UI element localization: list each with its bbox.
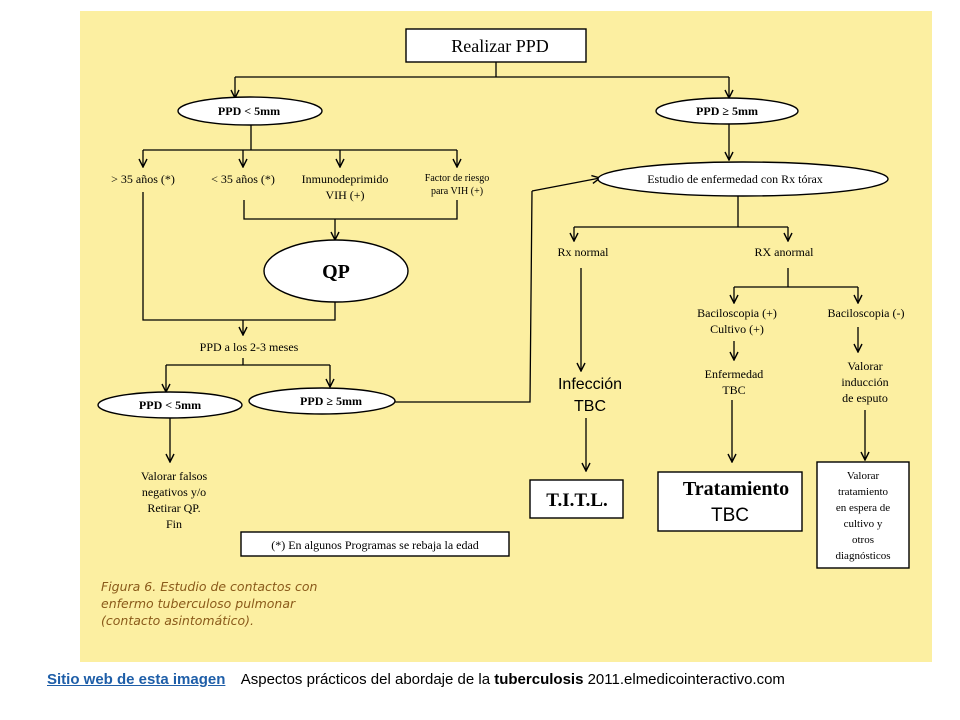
- label-induccion-3: de esputo: [842, 391, 888, 405]
- node-qp-label: QP: [322, 261, 350, 283]
- node-ppd-lt5-b: PPD < 5mm: [97, 391, 243, 419]
- label-rx-anormal: RX anormal: [755, 245, 815, 259]
- label-baciloscopia-neg: Baciloscopia (-): [828, 306, 905, 320]
- node-qp: QP: [263, 239, 409, 303]
- label-menor-35: < 35 años (*): [211, 172, 275, 186]
- label-vih: VIH (+): [325, 188, 364, 202]
- tto-espera-line-1: Valorar: [847, 470, 880, 482]
- valorar-falsos-line-3: Retirar QP.: [147, 501, 200, 515]
- label-para-vih: para VIH (+): [431, 186, 483, 197]
- caption-line-3: (contacto asintomático).: [101, 613, 254, 628]
- node-infeccion-tbc: Infección TBC: [558, 376, 622, 415]
- tto-espera-line-4: cultivo y: [844, 518, 883, 530]
- node-valorar-falsos: Valorar falsos negativos y/o Retirar QP.…: [141, 469, 208, 531]
- node-valorar-tratamiento: Valorar tratamiento en espera de cultivo…: [816, 461, 910, 569]
- caption-line-2: enfermo tuberculoso pulmonar: [101, 596, 296, 611]
- node-realizar-ppd: Realizar PPD: [405, 28, 587, 63]
- note-box: (*) En algunos Programas se rebaja la ed…: [240, 531, 510, 557]
- footer: Sitio web de esta imagen Aspectos prácti…: [47, 671, 785, 688]
- label-enfermedad-tbc: TBC: [722, 383, 745, 397]
- label-rx-normal: Rx normal: [558, 245, 610, 259]
- node-estudio-rx-label: Estudio de enfermedad con Rx tórax: [647, 172, 823, 186]
- node-estudio-rx: Estudio de enfermedad con Rx tórax: [597, 161, 889, 197]
- node-ppd-lt5-label: PPD < 5mm: [218, 104, 280, 118]
- note-text: (*) En algunos Programas se rebaja la ed…: [271, 538, 479, 552]
- label-induccion-1: Valorar: [847, 359, 882, 373]
- node-ppd-ge5-label: PPD ≥ 5mm: [696, 104, 758, 118]
- source-link[interactable]: Sitio web de esta imagen: [47, 671, 226, 688]
- label-factor-riesgo: Factor de riesgo: [425, 173, 489, 184]
- infeccion-line-2: TBC: [574, 398, 606, 415]
- node-ppd-ge5: PPD ≥ 5mm: [655, 97, 799, 125]
- node-ppd-ge5-b-label: PPD ≥ 5mm: [300, 394, 362, 408]
- footer-bold: tuberculosis: [494, 671, 584, 688]
- tto-espera-line-2: tratamiento: [838, 486, 889, 498]
- valorar-falsos-line-1: Valorar falsos: [141, 469, 208, 483]
- caption-line-1: Figura 6. Estudio de contactos con: [101, 579, 318, 594]
- label-induccion-2: inducción: [841, 375, 888, 389]
- node-ppd-ge5-b: PPD ≥ 5mm: [248, 387, 396, 415]
- footer-text-2: 2011.elmedicointeractivo.com: [587, 671, 785, 688]
- connectors: [143, 62, 865, 471]
- node-ppd-lt5: PPD < 5mm: [177, 96, 323, 126]
- footer-text-1: Aspectos prácticos del abordaje de la: [240, 671, 491, 688]
- node-ppd-lt5-b-label: PPD < 5mm: [139, 398, 201, 412]
- node-realizar-ppd-label: Realizar PPD: [451, 36, 548, 56]
- figure-caption: Figura 6. Estudio de contactos con enfer…: [101, 578, 421, 629]
- infeccion-line-1: Infección: [558, 376, 622, 393]
- node-tratamiento-tbc: Tratamiento TBC: [657, 471, 803, 532]
- node-titl: T.I.T.L.: [529, 479, 624, 519]
- label-ppd-meses: PPD a los 2-3 meses: [200, 340, 299, 354]
- label-inmunodeprimido: Inmunodeprimido: [302, 172, 389, 186]
- tto-espera-line-3: en espera de: [836, 502, 890, 514]
- label-baciloscopia-pos: Baciloscopia (+): [697, 306, 777, 320]
- label-enfermedad: Enfermedad: [705, 367, 764, 381]
- tratamiento-line-2: TBC: [711, 505, 749, 526]
- valorar-falsos-line-4: Fin: [166, 517, 182, 531]
- label-mayor-35: > 35 años (*): [111, 172, 175, 186]
- valorar-falsos-line-2: negativos y/o: [142, 485, 206, 499]
- tto-espera-line-5: otros: [852, 534, 874, 546]
- label-cultivo-pos: Cultivo (+): [710, 322, 764, 336]
- node-titl-label: T.I.T.L.: [546, 490, 608, 511]
- tratamiento-line-1: Tratamiento: [683, 478, 789, 500]
- tto-espera-line-6: diagnósticos: [836, 550, 891, 562]
